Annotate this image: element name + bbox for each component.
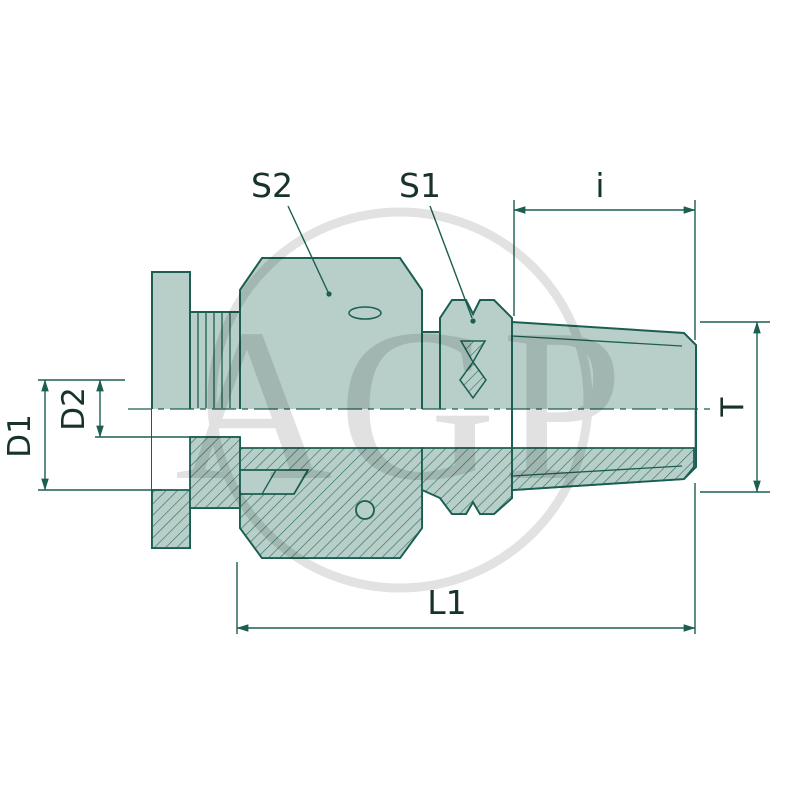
- body-details: [239, 306, 683, 520]
- hatch-flange: [151, 489, 191, 549]
- seal-symbol-diamond: [459, 360, 487, 400]
- dim-label-i: i: [595, 166, 604, 205]
- watermark-text: AGP: [175, 285, 629, 526]
- dim-label-l1: L1: [427, 583, 466, 622]
- watermark-circle: [207, 207, 593, 593]
- leader-s1: [429, 205, 473, 319]
- locking-tab-diagonal: [261, 469, 277, 495]
- leader-s2-dot: [326, 291, 332, 297]
- dimensions: i S2 S1 D1 D2 T L1: [2, 166, 770, 634]
- watermark: AGP: [175, 207, 629, 593]
- locking-tab-detail: [239, 469, 310, 495]
- dim-label-d1: D1: [2, 414, 38, 458]
- dim-label-d2: D2: [56, 387, 92, 431]
- thread-root-line-top: [511, 335, 683, 347]
- seal-symbol-triangle: [459, 340, 487, 364]
- leader-s2: [287, 205, 329, 293]
- dim-label-s2: S2: [251, 166, 293, 205]
- section-hole-detail: [355, 500, 375, 520]
- dim-label-t: T: [715, 396, 751, 417]
- dim-label-s1: S1: [399, 166, 441, 205]
- leader-s1-dot: [470, 318, 476, 324]
- thread-root-line-bottom: [511, 465, 683, 477]
- bore-region: [152, 409, 694, 490]
- hex-face-highlight: [348, 306, 382, 320]
